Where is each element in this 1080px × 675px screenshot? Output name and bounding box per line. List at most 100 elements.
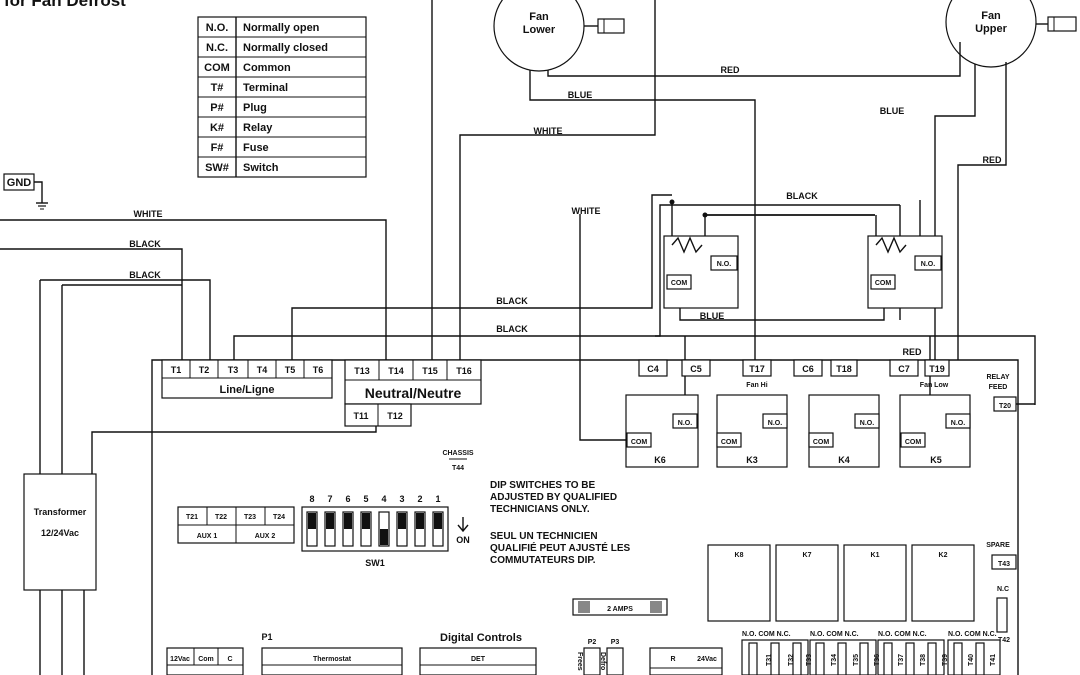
svg-text:COM: COM	[631, 439, 648, 446]
svg-text:N.O. COM N.C.: N.O. COM N.C.	[742, 631, 791, 638]
legend-abbr: T#	[211, 82, 224, 94]
svg-text:SW1: SW1	[365, 558, 385, 568]
svg-text:COM: COM	[875, 280, 892, 287]
legend-meaning: Switch	[243, 162, 279, 174]
terminal-t14: T14	[388, 366, 404, 376]
legend-abbr: K#	[210, 122, 224, 134]
wire-label-white: WHITE	[534, 126, 563, 136]
relay-k6: N.O. COM K6	[625, 394, 699, 468]
svg-text:COM: COM	[671, 280, 688, 287]
terminal-t4: T4	[257, 365, 268, 375]
svg-text:SEUL UN TECHNICIEN: SEUL UN TECHNICIEN	[490, 531, 598, 542]
legend-table: N.O. Normally open N.C. Normally closed …	[197, 16, 367, 178]
relay-k1: K1	[843, 544, 907, 622]
wire-label-black: BLACK	[496, 324, 528, 334]
relay-contact-terminals: N.O. COM N.C. N.O. COM N.C. N.O. COM N.C…	[741, 631, 1001, 675]
svg-text:N.O.: N.O.	[951, 420, 965, 427]
spare-label: SPARE	[986, 542, 1010, 549]
svg-text:N.O.: N.O.	[678, 420, 692, 427]
terminal-t42: T42	[998, 637, 1010, 644]
svg-text:Defro: Defro	[599, 652, 606, 670]
relay-k3: N.O. COM K3	[716, 394, 788, 468]
svg-text:DIP SWITCHES TO BE: DIP SWITCHES TO BE	[490, 480, 596, 491]
legend-abbr: N.O.	[206, 22, 229, 34]
svg-text:2 AMPS: 2 AMPS	[607, 606, 633, 613]
wire-label-black: BLACK	[786, 191, 818, 201]
incoming-power	[0, 219, 387, 474]
transformer: Transformer 12/24Vac	[23, 473, 97, 675]
wire-label-blue: BLUE	[880, 106, 905, 116]
svg-text:DET: DET	[471, 656, 486, 663]
legend-meaning: Plug	[243, 102, 267, 114]
relay-k2: K2	[911, 544, 975, 622]
svg-text:T37: T37	[898, 654, 905, 666]
svg-text:T33: T33	[806, 654, 813, 666]
relay-k4: N.O. COM K4	[808, 394, 880, 468]
svg-text:T40: T40	[968, 654, 975, 666]
terminal-t11: T11	[353, 411, 368, 421]
dip-switch-sw1: 8 7 6 5 4 3 2 1 SW1 ON	[301, 494, 470, 568]
line-terminal-block: T1 T2 T3 T4 T5 T6 Line/Ligne	[161, 359, 333, 399]
svg-text:ADJUSTED BY QUALIFIED: ADJUSTED BY QUALIFIED	[490, 492, 617, 503]
svg-text:24Vac: 24Vac	[697, 656, 717, 663]
svg-text:K5: K5	[930, 455, 942, 465]
svg-text:Transformer: Transformer	[34, 507, 87, 517]
svg-text:T20: T20	[999, 403, 1011, 410]
terminal-t6: T6	[313, 365, 324, 375]
legend-abbr: P#	[210, 102, 223, 114]
terminal-t16: T16	[456, 366, 472, 376]
svg-text:4: 4	[381, 494, 386, 504]
legend-meaning: Relay	[243, 122, 273, 134]
svg-text:Fan: Fan	[981, 10, 1001, 22]
aux-terminal-block: T21 T22 T23 T24 AUX 1 AUX 2	[177, 506, 295, 544]
svg-text:COMMUTATEURS DIP.: COMMUTATEURS DIP.	[490, 555, 596, 566]
svg-text:QUALIFIÉ PEUT AJUSTÉ LES: QUALIFIÉ PEUT AJUSTÉ LES	[490, 541, 631, 554]
bottom-connectors: P1 12Vac Com C Thermostat Digital Contro…	[166, 632, 723, 675]
svg-text:12/24Vac: 12/24Vac	[41, 528, 79, 538]
svg-text:COM: COM	[905, 439, 922, 446]
svg-text:COM: COM	[721, 439, 738, 446]
svg-text:ON: ON	[456, 535, 470, 545]
svg-text:K6: K6	[654, 455, 666, 465]
relay-k7: K7	[775, 544, 839, 622]
line-label: Line/Ligne	[220, 384, 275, 396]
wire-label-red: RED	[720, 65, 740, 75]
svg-text:RELAY: RELAY	[986, 374, 1009, 381]
terminal-t12: T12	[387, 411, 403, 421]
legend-meaning: Terminal	[243, 82, 288, 94]
svg-text:N.O.: N.O.	[717, 261, 731, 268]
svg-text:T38: T38	[920, 654, 927, 666]
svg-text:T19: T19	[929, 364, 945, 374]
svg-text:AUX 1: AUX 1	[197, 533, 218, 540]
wire-label-black: BLACK	[496, 296, 528, 306]
svg-text:K2: K2	[939, 552, 948, 559]
fan-relay-right: N.O. COM	[867, 235, 943, 309]
svg-text:T36: T36	[874, 654, 881, 666]
svg-text:T31: T31	[766, 654, 773, 666]
svg-text:Fan Low: Fan Low	[920, 382, 949, 389]
fan-upper: Fan Upper	[945, 0, 1077, 68]
svg-text:N.O.: N.O.	[768, 420, 782, 427]
svg-text:N.O. COM N.C.: N.O. COM N.C.	[810, 631, 859, 638]
ground-terminal: GND	[3, 173, 48, 210]
svg-text:K1: K1	[871, 552, 880, 559]
svg-text:C6: C6	[802, 364, 814, 374]
wire-label-red: RED	[902, 347, 922, 357]
wire-label-blue: BLUE	[568, 90, 593, 100]
dip-switch-note: DIP SWITCHES TO BE ADJUSTED BY QUALIFIED…	[490, 480, 631, 566]
wire-label-white: WHITE	[134, 209, 163, 219]
svg-text:GND: GND	[7, 177, 32, 189]
legend-meaning: Normally closed	[243, 42, 328, 54]
svg-text:N.O. COM N.C.: N.O. COM N.C.	[878, 631, 927, 638]
terminal-t44: T44	[452, 465, 464, 472]
neutral-terminal-block: T13 T14 T15 T16 Neutral/Neutre T11 T12	[344, 359, 482, 427]
svg-text:8: 8	[309, 494, 314, 504]
relay-bus	[233, 194, 1036, 441]
svg-text:AUX 2: AUX 2	[255, 533, 276, 540]
svg-text:Lower: Lower	[523, 24, 556, 36]
svg-text:T34: T34	[831, 654, 838, 666]
svg-text:Fan Hi: Fan Hi	[746, 382, 767, 389]
svg-text:FEED: FEED	[989, 384, 1008, 391]
wire-label-blue: BLUE	[700, 311, 725, 321]
control-board-outline	[151, 359, 1019, 675]
